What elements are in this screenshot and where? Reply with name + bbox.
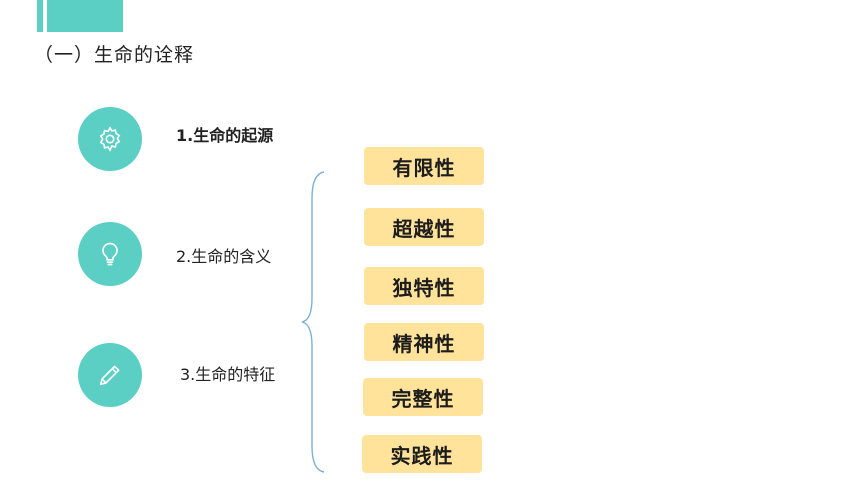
accent-notch (43, 0, 47, 32)
trait-chip-transcendent: 超越性 (364, 208, 484, 246)
gear-icon (78, 107, 142, 171)
trait-chip-finite: 有限性 (364, 147, 484, 185)
pencil-icon (78, 343, 142, 407)
trait-chip-unique: 独特性 (364, 267, 484, 305)
item-meaning-label: 2.生命的含义 (176, 247, 272, 266)
trait-chip-practical: 实践性 (362, 435, 482, 473)
header-accent-bar (37, 0, 123, 32)
item-origin-label: 1.生命的起源 (176, 126, 274, 145)
item-features-label: 3.生命的特征 (180, 365, 276, 384)
lightbulb-icon (78, 222, 142, 286)
curly-brace (301, 171, 325, 473)
section-title: （一）生命的诠释 (34, 44, 195, 66)
trait-chip-complete: 完整性 (363, 378, 483, 416)
trait-chip-spiritual: 精神性 (364, 323, 484, 361)
